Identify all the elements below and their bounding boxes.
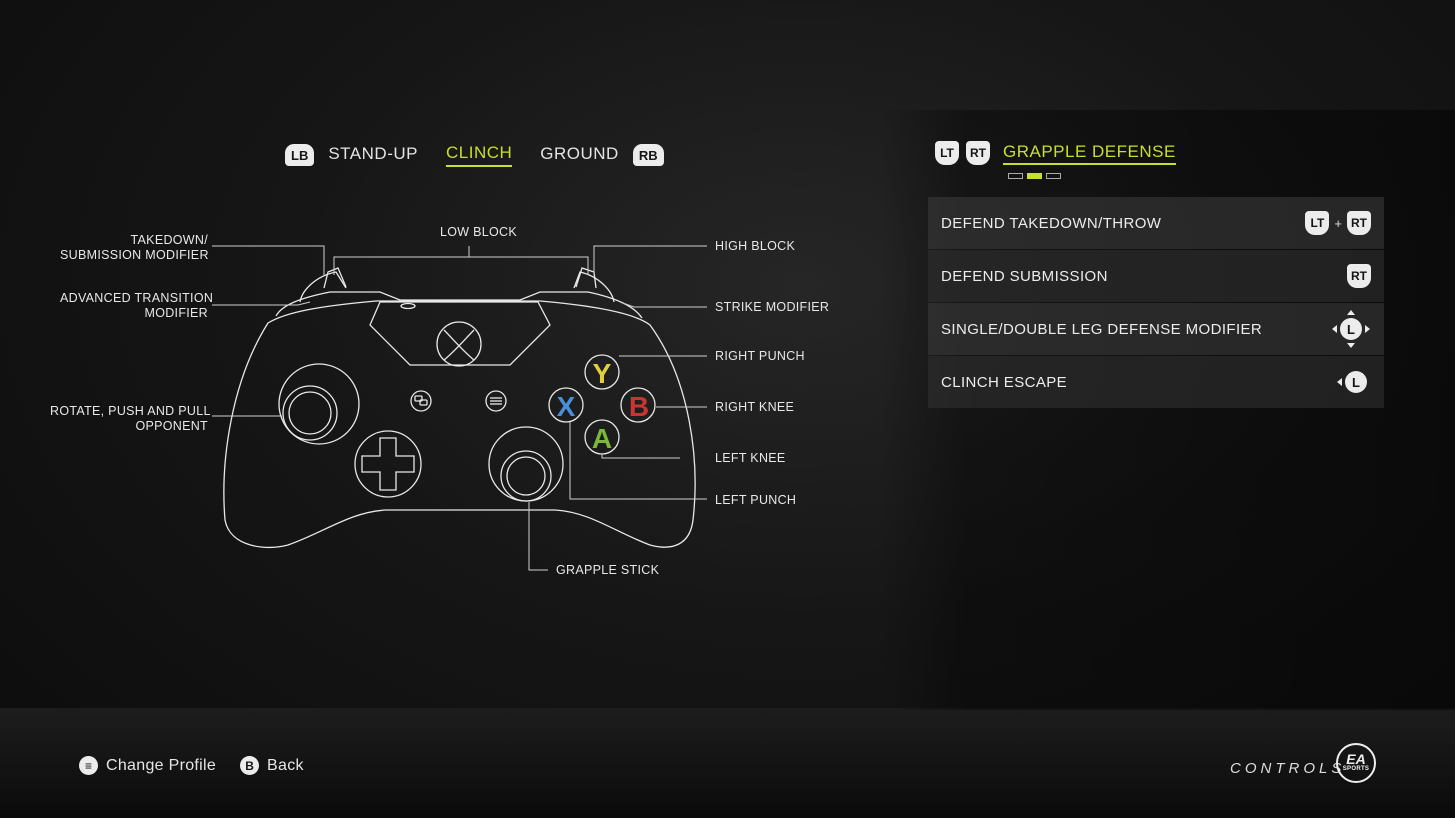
menu-button-icon[interactable]: ≡ (79, 756, 98, 775)
b-button-icon: B (629, 391, 649, 422)
plus-sign: + (1334, 215, 1342, 231)
row-label: DEFEND SUBMISSION (941, 267, 1108, 285)
label-high-block: HIGH BLOCK (715, 239, 796, 253)
svg-text:L: L (1352, 375, 1360, 390)
left-stick-icon (278, 363, 360, 445)
center-port (400, 302, 416, 310)
footer-hints: ≡ Change Profile B Back (79, 756, 328, 775)
label-left-punch: LEFT PUNCH (715, 493, 797, 507)
page-dot-3[interactable] (1046, 173, 1061, 179)
list-item-clinch-escape[interactable]: CLINCH ESCAPE L (928, 356, 1384, 408)
row-icons: L (1335, 367, 1371, 397)
a-button-icon: A (592, 423, 612, 454)
page-dot-1[interactable] (1008, 173, 1023, 179)
change-profile-button[interactable]: Change Profile (106, 756, 217, 774)
controller-body-outline (223, 300, 696, 548)
page-indicator (1008, 173, 1061, 179)
grapple-panel-title: GRAPPLE DEFENSE (1003, 142, 1176, 165)
label-left-knee: LEFT KNEE (715, 451, 786, 465)
label-advanced-line1: ADVANCED TRANSITION (60, 291, 214, 305)
row-label: DEFEND TAKEDOWN/THROW (941, 214, 1162, 232)
center-bridge-outline (369, 301, 551, 366)
right-stick-icon (488, 426, 564, 502)
label-advanced-line2: MODIFIER (144, 306, 208, 320)
dpad-ring (354, 430, 422, 498)
lt-trigger-outline (323, 267, 347, 289)
xbox-logo-icon (436, 321, 482, 367)
row-icons: L (1331, 308, 1371, 350)
x-button-icon: X (557, 391, 576, 422)
ea-sports-logo: EA SPORTS (1336, 743, 1376, 783)
left-stick-all-directions-icon: L (1332, 310, 1370, 348)
rt-trigger-outline (575, 267, 597, 289)
grapple-defense-list: DEFEND TAKEDOWN/THROW LT + RT DEFEND SUB… (928, 197, 1384, 409)
grapple-panel-header: LT RT GRAPPLE DEFENSE (935, 141, 1176, 165)
rb-bumper-outline (573, 271, 615, 303)
lt-trigger-icon: LT (1305, 211, 1330, 235)
rt-trigger-icon: RT (1347, 211, 1371, 235)
label-takedown-line1: TAKEDOWN/ (130, 233, 208, 247)
shoulder-outline (275, 291, 643, 319)
label-takedown-line2: SUBMISSION MODIFIER (60, 248, 209, 262)
row-label: SINGLE/DOUBLE LEG DEFENSE MODIFIER (941, 320, 1263, 338)
lt-trigger-icon[interactable]: LT (935, 141, 959, 165)
back-button[interactable]: Back (267, 756, 304, 774)
label-rotate-line1: ROTATE, PUSH AND PULL (50, 404, 211, 418)
row-icons: RT (1347, 264, 1371, 288)
list-item-defend-submission[interactable]: DEFEND SUBMISSION RT (928, 250, 1384, 302)
label-takedown-modifier: TAKEDOWN/ SUBMISSION MODIFIER (60, 233, 208, 263)
lb-bumper-icon[interactable]: LB (285, 144, 315, 166)
dpad-icon (361, 437, 415, 491)
label-advanced-transition: ADVANCED TRANSITION MODIFIER (60, 291, 214, 321)
label-right-knee: RIGHT KNEE (715, 400, 795, 414)
mode-tab-bar: LB STAND-UP CLINCH GROUND RB (285, 141, 664, 169)
logo-ea: EA (1346, 751, 1366, 767)
tab-clinch[interactable]: CLINCH (445, 143, 513, 167)
label-grapple-stick: GRAPPLE STICK (556, 563, 660, 577)
list-item-defend-takedown[interactable]: DEFEND TAKEDOWN/THROW LT + RT (928, 197, 1384, 249)
tab-ground[interactable]: GROUND (540, 144, 619, 163)
y-button-icon: Y (593, 358, 612, 389)
label-strike-modifier: STRIKE MODIFIER (715, 300, 830, 314)
logo-sports: SPORTS (1342, 766, 1370, 772)
list-item-leg-defense-modifier[interactable]: SINGLE/DOUBLE LEG DEFENSE MODIFIER L (928, 303, 1384, 355)
row-icons: LT + RT (1305, 211, 1371, 235)
b-button-icon[interactable]: B (240, 756, 260, 775)
section-title: CONTROLS (1230, 760, 1346, 777)
lb-bumper-outline (299, 271, 347, 303)
row-label: CLINCH ESCAPE (941, 373, 1068, 391)
label-low-block: LOW BLOCK (440, 225, 518, 239)
left-stick-left-icon: L (1337, 371, 1367, 393)
tab-stand-up[interactable]: STAND-UP (328, 144, 418, 163)
view-button-icon (410, 390, 432, 412)
rt-trigger-icon[interactable]: RT (966, 141, 990, 165)
label-rotate-line2: OPPONENT (135, 419, 208, 433)
label-right-punch: RIGHT PUNCH (715, 349, 805, 363)
page-dot-2[interactable] (1027, 173, 1042, 179)
rb-bumper-icon[interactable]: RB (632, 144, 664, 166)
rt-trigger-icon: RT (1347, 264, 1371, 288)
svg-text:L: L (1347, 322, 1355, 337)
label-rotate-push-pull: ROTATE, PUSH AND PULL OPPONENT (50, 404, 211, 434)
menu-button-outline (485, 390, 507, 412)
